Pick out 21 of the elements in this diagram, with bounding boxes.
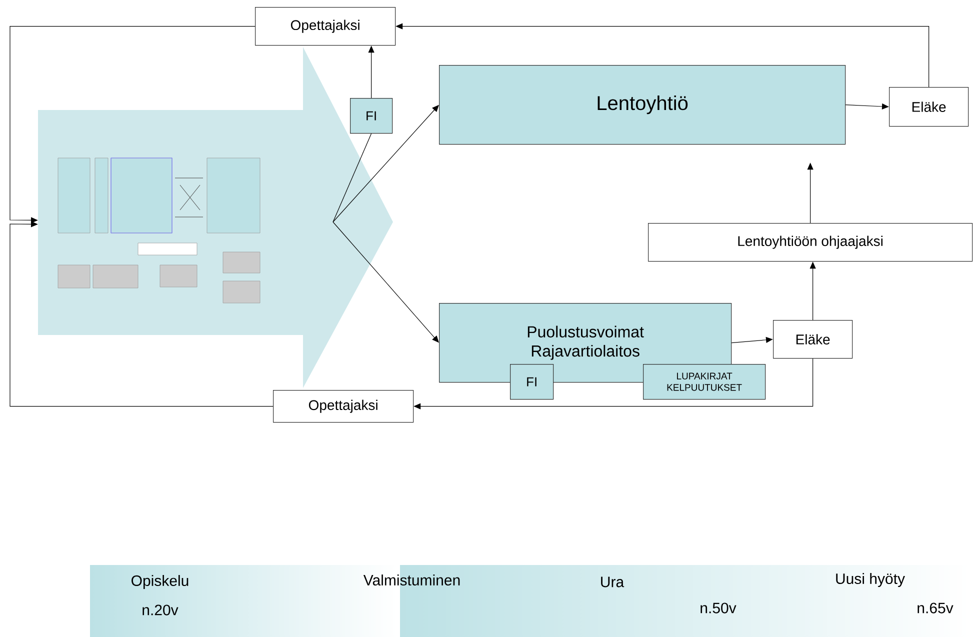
stage-label: Ura: [601, 576, 624, 588]
stage-label: n.20v: [142, 604, 178, 616]
process-box: Lentoyhtiö: [439, 65, 846, 145]
picture: [58, 158, 260, 304]
text-box: Eläke: [889, 87, 969, 127]
text-box: Opettajaksi: [255, 7, 396, 46]
stage-label: n.65v: [918, 602, 954, 614]
text-box: LUPAKIRJAT KELPUUTUKSET: [643, 364, 766, 400]
text-box: FI: [510, 364, 554, 400]
stage-label: Uusi hyöty: [836, 573, 905, 587]
text-box: FI: [350, 98, 393, 134]
text-box: Opettajaksi: [273, 390, 414, 423]
text-box: Eläke: [773, 320, 853, 359]
arrow: [332, 222, 439, 343]
stage-label: Opiskelu: [132, 575, 188, 589]
stage-label: n.50v: [700, 602, 736, 614]
arrow: [10, 26, 256, 224]
arrow: [10, 221, 274, 407]
arrow: [731, 336, 773, 344]
stage-label: Valmistuminen: [363, 574, 460, 586]
text-box: Lentoyhtiöön ohjaajaksi: [648, 223, 973, 262]
